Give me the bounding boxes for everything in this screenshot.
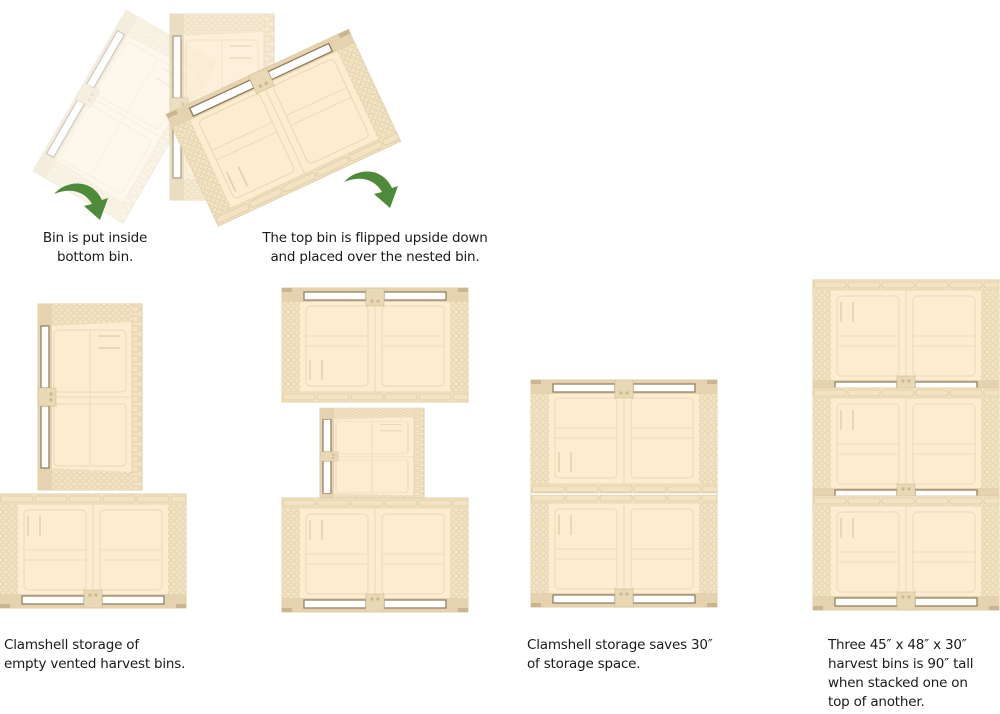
stacked-bins-graphic (812, 279, 1000, 611)
panel-flipped-over-nested (281, 288, 472, 618)
caption-line: of storage space. (527, 656, 641, 672)
nest-step-caption: Bin is put inside bottom bin. (0, 229, 190, 267)
caption-line: Three 45″ x 48″ x 30″ (828, 637, 967, 653)
caption-line: and placed over the nested bin. (270, 249, 480, 265)
flip-step-caption: The top bin is flipped upside down and p… (245, 229, 505, 267)
caption-line: harvest bins is 90″ tall (828, 656, 974, 672)
panel-stacked-three-caption: Three 45″ x 48″ x 30″ harvest bins is 90… (828, 636, 1000, 712)
caption-line: when stacked one on (828, 675, 968, 691)
caption-line: Clamshell storage saves 30″ (527, 637, 713, 653)
panel-clamshell-saves (530, 380, 721, 615)
panel-stacked-three (812, 279, 1000, 615)
flipped-over-nested-graphic (281, 288, 469, 613)
flip-step-arrow (342, 164, 402, 214)
panel-clamshell-empty-caption: Clamshell storage of empty vented harves… (4, 636, 244, 674)
caption-line: bottom bin. (56, 249, 134, 265)
caption-line: The top bin is flipped upside down (262, 230, 488, 246)
caption-line: empty vented harvest bins. (4, 656, 186, 672)
curved-arrow-icon (344, 171, 398, 208)
caption-line: Bin is put inside (42, 230, 148, 246)
nested-bins-graphic (0, 303, 187, 609)
nest-step-arrow (52, 176, 112, 226)
panel-clamshell-empty (0, 300, 190, 620)
clamshell-closed-graphic (530, 380, 718, 608)
panel-clamshell-saves-caption: Clamshell storage saves 30″ of storage s… (527, 636, 767, 674)
curved-arrow-icon (54, 183, 108, 220)
caption-line: Clamshell storage of (4, 637, 139, 653)
caption-line: top of another. (828, 694, 925, 710)
